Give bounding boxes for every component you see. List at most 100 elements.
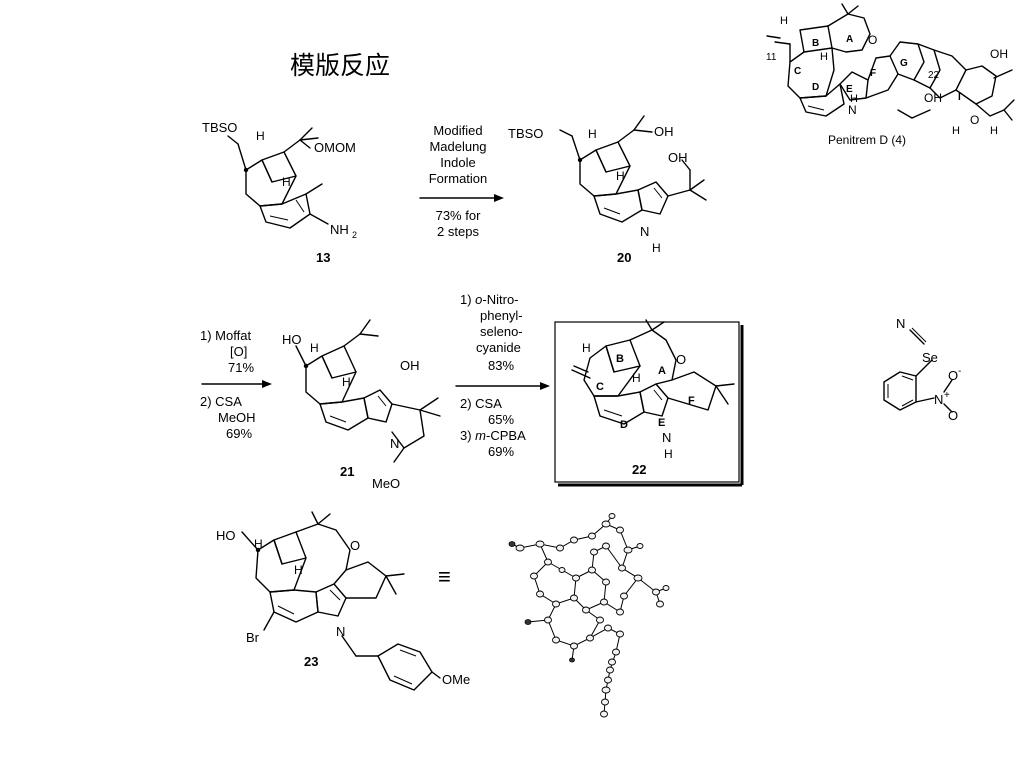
c13-tbso: TBSO <box>202 120 237 135</box>
penitrem-ring-d: D <box>812 82 819 93</box>
c22-number: 22 <box>632 462 646 477</box>
c22-ring-c: C <box>596 381 604 393</box>
c20-oh2: OH <box>668 150 688 165</box>
arrow-3: 1) o-Nitro- phenyl- seleno- cyanide 83% … <box>455 292 550 459</box>
c23-br: Br <box>246 630 260 645</box>
arrow3-above-1: 1) o-Nitro- <box>460 292 519 307</box>
c13-h2: H <box>282 175 291 189</box>
compound-23-structure: HO H H O N Br OMe 23 <box>216 511 470 691</box>
penitrem-ring-b: B <box>812 38 819 49</box>
c20-nh: H <box>652 241 661 255</box>
c22-nh: H <box>664 447 673 461</box>
arrow3-above-3: seleno- <box>480 324 523 339</box>
c20-tbso: TBSO <box>508 126 543 141</box>
c13-h1: H <box>256 129 265 143</box>
compound-20-structure: TBSO H H OH OH N H 20 <box>508 115 707 265</box>
c20-oh1: OH <box>654 124 674 139</box>
penitrem-o1: O <box>868 33 877 47</box>
c21-ho: HO <box>282 332 302 347</box>
penitrem-ring-g: G <box>900 58 908 69</box>
penitrem-o2: O <box>970 113 979 127</box>
arrow2-below-2: MeOH <box>218 410 256 425</box>
c22-o: O <box>676 352 686 367</box>
c21-h2: H <box>342 375 351 389</box>
c22-h2: H <box>632 371 641 385</box>
reagent-o: O <box>948 408 958 423</box>
equivalence-symbol: ≡ <box>438 564 451 589</box>
c13-number: 13 <box>316 250 330 265</box>
penitrem-num-22: 22 <box>928 70 940 81</box>
arrow-2: 1) Moffat [O] 71% 2) CSA MeOH 69% <box>200 328 272 441</box>
c13-omom: OMOM <box>314 140 356 155</box>
c22-h1: H <box>582 341 591 355</box>
arrow1-below-1: 73% for <box>436 208 481 223</box>
penitrem-label: Penitrem D (4) <box>828 133 906 147</box>
arrow3-below-4: 69% <box>488 444 514 459</box>
c13-nh2: NH <box>330 222 349 237</box>
c21-n: N <box>390 436 399 451</box>
penitrem-num-11: 11 <box>766 52 777 63</box>
c21-number: 21 <box>340 464 354 479</box>
c21-oh: OH <box>400 358 420 373</box>
compound-13-structure: TBSO H H OMOM NH 2 13 <box>202 120 357 265</box>
penitrem-h2: H <box>820 51 828 63</box>
arrow3-above-5: 83% <box>488 358 514 373</box>
c22-n: N <box>662 430 671 445</box>
compound-22-box: H B A H C D E F O N H 22 <box>554 319 744 487</box>
arrow3-above-4: cyanide <box>476 340 521 355</box>
penitrem-h4: H <box>990 125 998 137</box>
c23-number: 23 <box>304 654 318 669</box>
compound-21-structure: HO H H OH N MeO 21 <box>282 319 441 491</box>
penitrem-ring-e: E <box>846 84 853 95</box>
arrow1-above-2: Madelung <box>429 139 486 154</box>
penitrem-nh: H <box>850 93 858 105</box>
arrow3-below-3: 3) m-CPBA <box>460 428 526 443</box>
c23-o: O <box>350 538 360 553</box>
c22-ring-e: E <box>658 417 665 429</box>
reagent-minus: - <box>958 366 961 377</box>
c20-number: 20 <box>617 250 631 265</box>
penitrem-ring-f: F <box>870 68 876 79</box>
reagent-se: Se <box>922 350 938 365</box>
penitrem-ring-c: C <box>794 66 801 77</box>
c20-h1: H <box>588 127 597 141</box>
arrow1-above-4: Formation <box>429 171 488 186</box>
penitrem-n: N <box>848 103 857 117</box>
penitrem-h1: H <box>780 15 788 27</box>
c23-h2: H <box>294 563 303 577</box>
reagent-n1: N <box>896 316 905 331</box>
c23-n: N <box>336 624 345 639</box>
c23-ome: OMe <box>442 672 470 687</box>
arrow2-below-3: 69% <box>226 426 252 441</box>
arrow2-above-1: 1) Moffat <box>200 328 251 343</box>
arrow3-below-1: 2) CSA <box>460 396 502 411</box>
c13-nh2-sub: 2 <box>352 230 357 240</box>
reagent-structure: N Se O - N + O <box>883 316 961 423</box>
arrow-1: Modified Madelung Indole Formation 73% f… <box>419 123 504 239</box>
reagent-plus: + <box>944 390 950 401</box>
c22-ring-a: A <box>658 365 666 377</box>
reagent-n-plus: N <box>934 392 943 407</box>
c23-ho: HO <box>216 528 236 543</box>
c21-meo: MeO <box>372 476 400 491</box>
penitrem-ring-a: A <box>846 34 853 45</box>
c22-ring-b: B <box>616 353 624 365</box>
c21-h1: H <box>310 341 319 355</box>
arrow1-below-2: 2 steps <box>437 224 479 239</box>
arrow3-below-2: 65% <box>488 412 514 427</box>
arrow2-above-3: 71% <box>228 360 254 375</box>
c23-h1: H <box>254 537 263 551</box>
penitrem-oh1: OH <box>990 47 1008 61</box>
slide-title: 模版反应 <box>290 51 390 80</box>
arrow1-above-3: Indole <box>440 155 475 170</box>
c20-n: N <box>640 224 649 239</box>
reagent-o-minus: O <box>948 368 958 383</box>
c22-ring-d: D <box>620 419 628 431</box>
arrow1-above-1: Modified <box>433 123 482 138</box>
penitrem-d-structure: H B A H C 11 D E F G O 22 I OH OH N H O … <box>766 3 1015 147</box>
xray-ortep-structure <box>508 513 670 718</box>
penitrem-ring-i: I <box>958 92 961 103</box>
c22-ring-f: F <box>688 395 695 407</box>
